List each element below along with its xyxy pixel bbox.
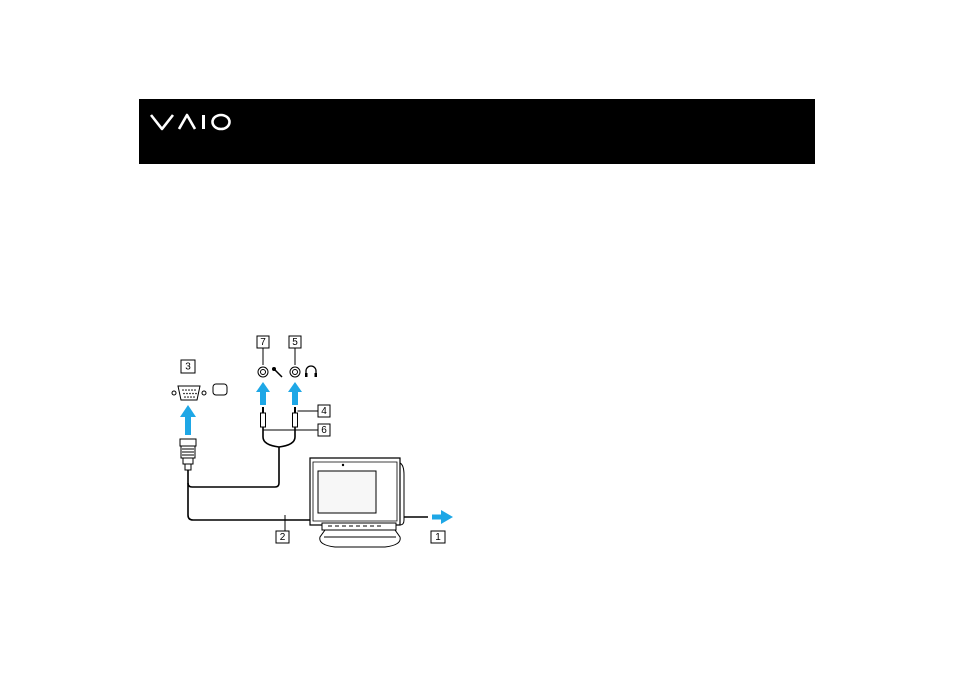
svg-text:5: 5 [292, 337, 298, 348]
page-header [139, 99, 815, 164]
vaio-logo [149, 107, 239, 137]
microphone-jack [258, 348, 268, 377]
svg-text:7: 7 [260, 337, 266, 348]
callout-3: 3 [181, 360, 195, 373]
headphones-jack [290, 348, 300, 377]
arrow-to-headphones-jack [288, 382, 302, 405]
callout-5: 5 [289, 336, 301, 348]
arrow-to-power-outlet [432, 510, 453, 524]
svg-text:4: 4 [321, 406, 327, 417]
vga-plug [180, 439, 196, 470]
callout-1: 1 [431, 531, 445, 543]
callout-6: 6 [318, 424, 330, 436]
svg-text:1: 1 [435, 532, 441, 543]
audio-cable [188, 447, 279, 487]
microphone-icon [272, 367, 282, 377]
arrow-to-vga-port [180, 405, 196, 435]
svg-text:3: 3 [185, 362, 191, 373]
connection-diagram: 3 7 5 4 6 2 1 [160, 325, 470, 555]
callout-7: 7 [257, 336, 269, 348]
svg-text:6: 6 [321, 425, 327, 436]
external-monitor [310, 458, 404, 547]
audio-y-cable [263, 437, 295, 447]
monitor-cable [188, 483, 325, 520]
headphones-plug [293, 407, 298, 437]
microphone-plug [261, 407, 266, 437]
callout-4: 4 [318, 405, 330, 417]
monitor-port-icon [213, 384, 227, 395]
arrow-to-microphone-jack [256, 382, 270, 405]
headphones-icon [305, 366, 317, 377]
svg-text:2: 2 [280, 532, 286, 543]
callout-2: 2 [276, 531, 289, 543]
monitor-port [172, 386, 206, 400]
